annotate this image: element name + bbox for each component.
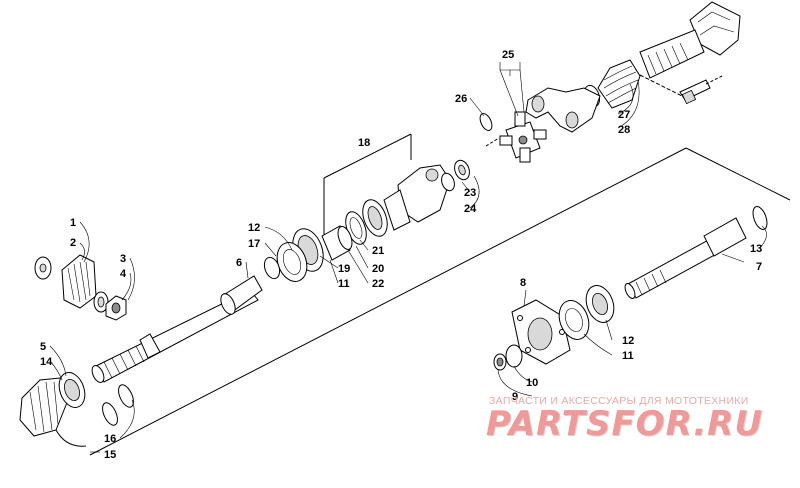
leader-lines: [49, 62, 767, 453]
upper-shaft-end: [639, 1, 741, 105]
callout-8: 8: [520, 277, 526, 289]
callout-27: 27: [618, 109, 630, 121]
callout-25: 25: [502, 49, 514, 61]
callout-12-lower: 12: [622, 335, 634, 347]
assembly-frame: [89, 133, 791, 456]
seal-stack: [321, 199, 388, 261]
callout-11-lower: 11: [622, 350, 634, 362]
callout-24: 24: [464, 203, 477, 215]
callout-22: 22: [372, 278, 384, 290]
secondary-shaft: [624, 206, 768, 299]
callout-16: 16: [104, 433, 116, 445]
flange-housing-group: [493, 285, 615, 371]
watermark-logo: PARTSFOR.RU: [486, 404, 764, 444]
callout-labels: 1 2 3 4 5 6 7 8 9 10 11 11 12 12 13 14 1…: [40, 49, 762, 461]
callout-19: 19: [338, 263, 350, 275]
callout-10: 10: [526, 377, 538, 389]
callout-9: 9: [512, 391, 518, 403]
pinion-gear-group: [34, 254, 127, 321]
callout-23: 23: [464, 187, 476, 199]
callout-1: 1: [70, 217, 76, 229]
universal-joint-cross: [479, 111, 547, 163]
callout-3: 3: [120, 253, 126, 265]
main-shaft: [91, 275, 263, 383]
callout-5: 5: [40, 341, 46, 353]
callout-26: 26: [455, 93, 467, 105]
ring-gear-group: [19, 372, 134, 447]
watermark-tagline: ЗАПЧАСТИ И АКСЕССУАРЫ ДЛЯ МОТОТЕХНИКИ: [489, 395, 749, 407]
main-bearings: [263, 228, 324, 282]
callout-15: 15: [104, 449, 116, 461]
callout-20: 20: [372, 263, 384, 275]
yoke-flange: [525, 87, 601, 133]
callout-12-upper: 12: [248, 222, 260, 234]
callout-17: 17: [248, 238, 260, 250]
callout-28: 28: [618, 124, 630, 136]
callout-21: 21: [372, 245, 384, 257]
callout-11-upper: 11: [338, 278, 350, 290]
output-yoke-assembly: [383, 159, 470, 231]
callout-14: 14: [40, 356, 53, 368]
callout-7: 7: [756, 261, 762, 273]
callout-13: 13: [750, 243, 762, 255]
callout-4: 4: [120, 268, 127, 280]
callout-6: 6: [236, 257, 242, 269]
callout-2: 2: [70, 237, 76, 249]
callout-18: 18: [358, 137, 370, 149]
